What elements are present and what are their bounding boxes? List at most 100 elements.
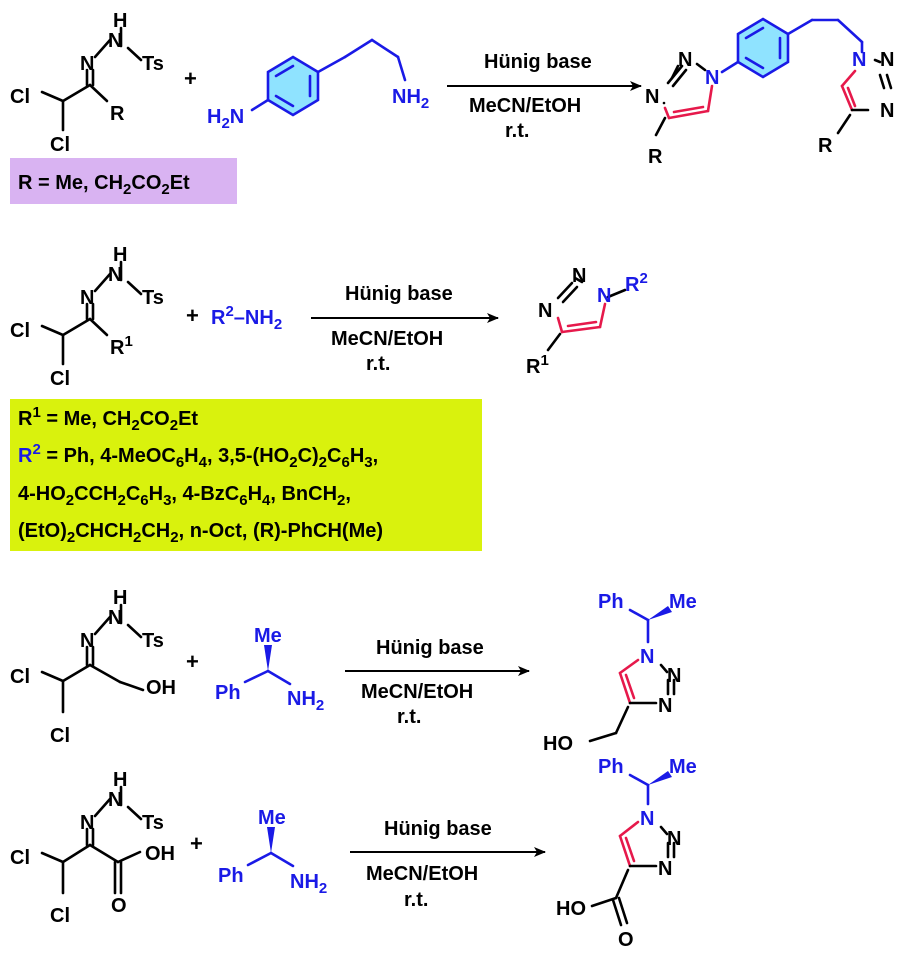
atom-n: N [572,265,586,287]
atom-n: N [538,300,552,322]
reagent-label: Hünig base [376,637,484,659]
temperature-label: r.t. [404,889,428,911]
solvent-label: MeCN/EtOH [331,328,443,350]
bis-triazole-product: N N N R [645,17,894,168]
atom-ph: Ph [598,756,624,778]
atom-n: N [80,812,94,834]
solvent-label: MeCN/EtOH [361,681,473,703]
atom-ts: Ts [142,812,164,834]
atom-r1: R1 [526,352,549,378]
atom-r2: R2 [625,270,648,296]
atom-n: N [852,49,866,71]
atom-cl: Cl [50,725,70,747]
substituent-box-r1-r2 [10,399,482,551]
plus-sign: + [186,303,199,328]
atom-h: H [113,769,127,791]
atom-n: N [80,53,94,75]
plus-sign: + [184,66,197,91]
box-r2-line: 4-HO2CCH2C6H3, 4-BzC6H4, BnCH2, [18,483,351,509]
box-r-text: R = Me, CH2CO2Et [18,172,190,198]
reagent-label: Hünig base [384,818,492,840]
plus-sign: + [190,831,203,856]
atom-ph: Ph [215,682,241,704]
reagent-label: Hünig base [345,283,453,305]
reagent-label: Hünig base [484,51,592,73]
solvent-label: MeCN/EtOH [469,95,581,117]
atom-n: N [667,665,681,687]
atom-n: N [658,695,672,717]
atom-n: N [880,49,894,71]
atom-cl: Cl [10,847,30,869]
atom-n: N [645,86,659,108]
triazole-product: N N N R2 R1 [526,265,648,378]
atom-h: H [113,10,127,32]
atom-n: N [658,858,672,880]
atom-h: H [113,587,127,609]
plus-sign: + [186,649,199,674]
box-r2-line: (EtO)2CHCH2CH2, n-Oct, (R)-PhCH(Me) [18,520,383,546]
atom-ts: Ts [142,630,164,652]
reaction-2: H N Ts N Cl R1 Cl + R2–NH2 Hünig base Me… [10,244,648,551]
hydroxymethyl-triazole-product: Ph Me N N N HO [543,591,697,755]
carboxy-triazole-product: Ph Me N N N HO O [556,756,697,951]
atom-h: H [113,244,127,266]
substituent-box-r [10,158,237,204]
atom-me: Me [669,756,697,778]
atom-oh: OH [145,843,175,865]
temperature-label: r.t. [397,706,421,728]
atom-ph: Ph [598,591,624,613]
atom-o: O [618,929,634,951]
reaction-1: H N Ts N Cl R Cl R = Me, CH2CO2Et + H2N … [10,10,894,204]
solvent-label: MeCN/EtOH [366,863,478,885]
atom-n: N [80,287,94,309]
atom-cl: Cl [50,905,70,927]
amine-nh2: NH2 [287,688,324,714]
atom-me: Me [258,807,286,829]
atom-n: N [705,67,719,89]
atom-r: R [648,146,663,168]
atom-ho: HO [556,898,586,920]
box-r1-line: R1 = Me, CH2CO2Et [18,404,198,434]
atom-n: N [640,646,654,668]
box-r2-line: R2 = Ph, 4-MeOC6H4, 3,5-(HO2C)2C6H3, [18,441,378,471]
atom-cl: Cl [50,368,70,390]
phenethylamine-diamine: H2N NH2 [207,38,429,132]
phenylethylamine: Me Ph NH2 [215,625,324,714]
phenylethylamine: Me Ph NH2 [218,807,327,897]
hydrazone-1 [40,26,143,132]
atom-cl: Cl [10,86,30,108]
reaction-4: H N Ts N Cl OH O Cl + Me Ph NH2 Hünig ba… [10,756,697,951]
atom-r: R [818,135,833,157]
atom-oh: OH [146,677,176,699]
atom-ph: Ph [218,865,244,887]
atom-o: O [111,895,127,917]
atom-n: N [108,264,122,286]
atom-cl: Cl [50,134,70,156]
atom-me: Me [669,591,697,613]
temperature-label: r.t. [366,353,390,375]
atom-n: N [108,30,122,52]
amine-h2n: H2N [207,106,244,132]
atom-ts: Ts [142,53,164,75]
temperature-label: r.t. [505,120,529,142]
amine-nh2: NH2 [392,86,429,112]
atom-n: N [597,285,611,307]
atom-ho: HO [543,733,573,755]
atom-n: N [108,607,122,629]
atom-ts: Ts [142,287,164,309]
amine-r2-nh2: R2–NH2 [211,303,282,333]
atom-n: N [880,100,894,122]
atom-cl: Cl [10,320,30,342]
atom-n: N [108,789,122,811]
atom-r1: R1 [110,333,133,359]
atom-me: Me [254,625,282,647]
reaction-3: H N Ts N Cl OH Cl + Me Ph NH2 Hünig base… [10,587,697,755]
atom-cl: Cl [10,666,30,688]
atom-n: N [678,49,692,71]
amine-nh2: NH2 [290,871,327,897]
atom-n: N [640,808,654,830]
atom-n: N [667,828,681,850]
atom-n: N [80,630,94,652]
atom-r: R [110,103,125,125]
